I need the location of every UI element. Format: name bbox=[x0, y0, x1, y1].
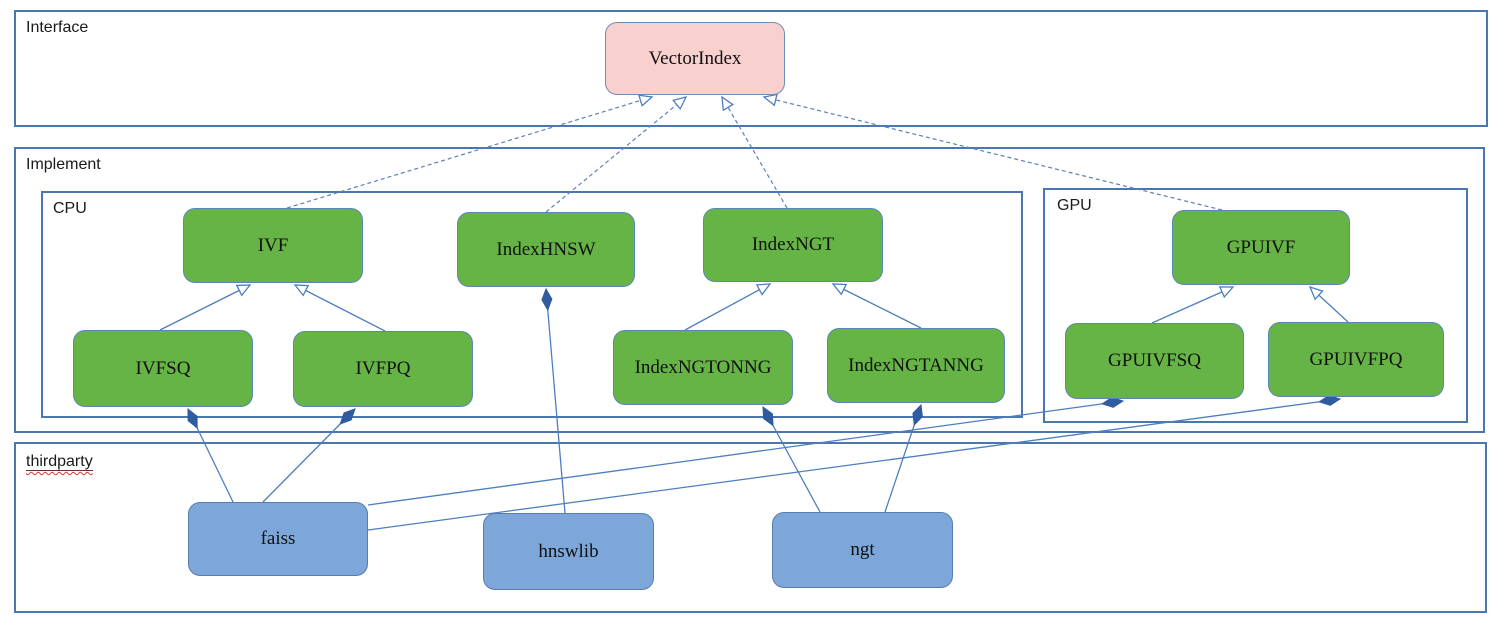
node-ivfpq-label: IVFPQ bbox=[355, 358, 411, 379]
node-ivf[interactable]: IVF bbox=[183, 208, 363, 283]
node-indexngtanng-label: IndexNGTANNG bbox=[848, 354, 984, 376]
node-indexngtonng[interactable]: IndexNGTONNG bbox=[613, 330, 793, 405]
node-indexhnsw-label: IndexHNSW bbox=[496, 238, 596, 260]
node-gpuivfpq-label: GPUIVFPQ bbox=[1309, 348, 1403, 370]
node-gpuivfpq[interactable]: GPUIVFPQ bbox=[1268, 322, 1444, 397]
node-gpuivf[interactable]: GPUIVF bbox=[1172, 210, 1350, 285]
node-vectorindex[interactable]: VectorIndex bbox=[605, 22, 785, 95]
node-vectorindex-label: VectorIndex bbox=[648, 47, 742, 69]
thirdparty-misspelled-text: thirdparty bbox=[26, 453, 93, 471]
node-ngt-label: ngt bbox=[850, 539, 875, 560]
node-indexngt[interactable]: IndexNGT bbox=[703, 208, 883, 282]
node-hnswlib-label: hnswlib bbox=[538, 540, 599, 562]
node-indexngt-label: IndexNGT bbox=[751, 234, 835, 255]
node-ivfsq[interactable]: IVFSQ bbox=[73, 330, 253, 407]
container-cpu-label: CPU bbox=[53, 200, 87, 217]
node-indexhnsw[interactable]: IndexHNSW bbox=[457, 212, 635, 287]
node-gpuivfsq-label: GPUIVFSQ bbox=[1108, 350, 1201, 371]
node-gpuivf-label: GPUIVF bbox=[1226, 236, 1296, 258]
container-implement-label: Implement bbox=[26, 156, 101, 173]
node-ivfpq[interactable]: IVFPQ bbox=[293, 331, 473, 407]
node-ivfsq-label: IVFSQ bbox=[135, 357, 191, 379]
container-gpu-label: GPU bbox=[1057, 197, 1092, 214]
node-faiss-label: faiss bbox=[260, 528, 296, 549]
node-indexngtanng[interactable]: IndexNGTANNG bbox=[827, 328, 1005, 403]
node-hnswlib[interactable]: hnswlib bbox=[483, 513, 654, 590]
node-gpuivfsq[interactable]: GPUIVFSQ bbox=[1065, 323, 1244, 399]
node-faiss[interactable]: faiss bbox=[188, 502, 368, 576]
container-thirdparty-label: thirdparty bbox=[26, 453, 93, 471]
node-ivf-label: IVF bbox=[257, 234, 289, 256]
node-ngt[interactable]: ngt bbox=[772, 512, 953, 588]
node-indexngtonng-label: IndexNGTONNG bbox=[634, 356, 772, 378]
container-interface-label: Interface bbox=[26, 19, 89, 36]
